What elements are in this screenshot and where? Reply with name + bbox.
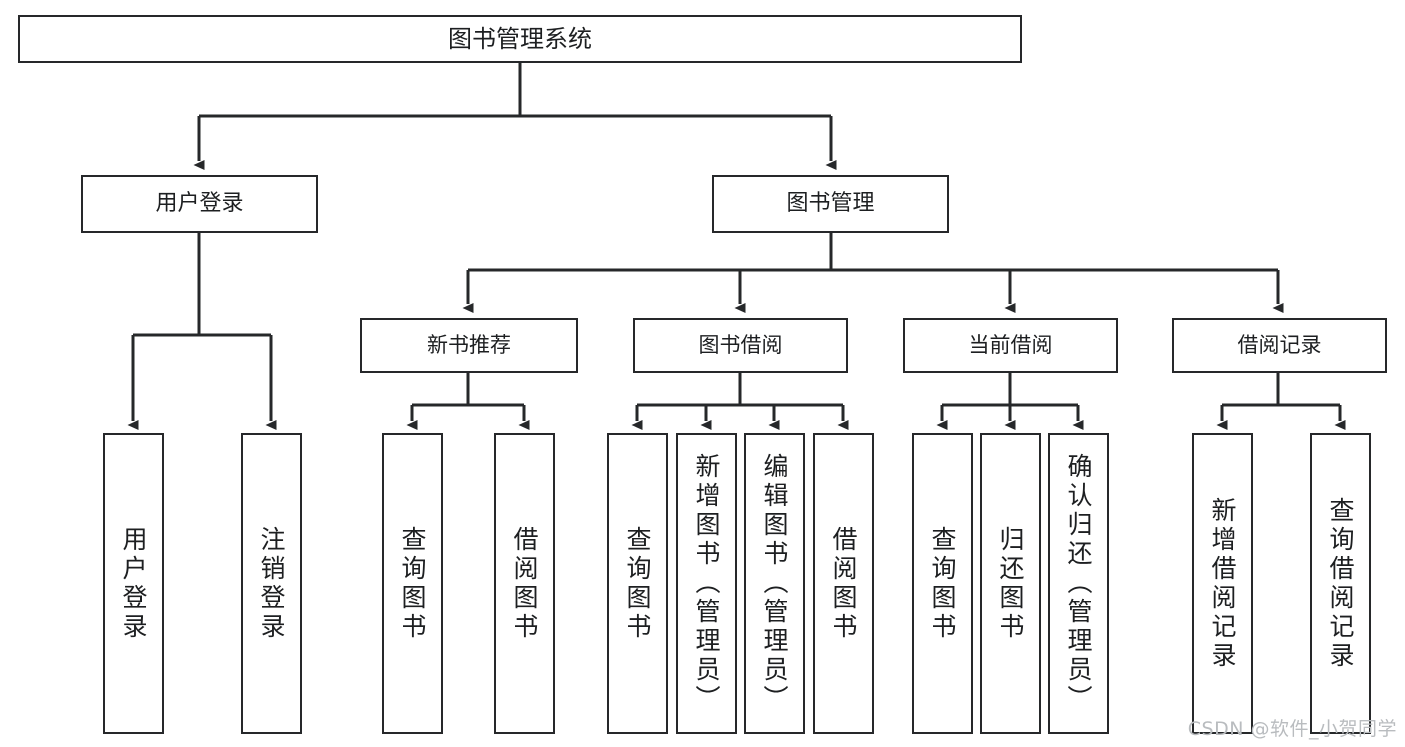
leaf-user-login[interactable]: 用户登录	[103, 433, 164, 734]
leaf-query-book-current-label: 查询图书	[928, 525, 957, 642]
leaf-query-borrow-record[interactable]: 查询借阅记录	[1310, 433, 1371, 734]
node-borrow-records[interactable]: 借阅记录	[1172, 318, 1387, 373]
leaf-add-book-admin-label: 新增图书（管理员）	[692, 453, 721, 714]
leaf-borrow-book-recommend[interactable]: 借阅图书	[494, 433, 555, 734]
edges-userlogin-to-leaves	[127, 233, 277, 430]
edges-bookborrow-to-leaves	[631, 373, 849, 430]
edges-bookmgmt-to-level2	[462, 233, 1284, 313]
node-current-borrow[interactable]: 当前借阅	[903, 318, 1118, 373]
leaf-query-book-borrow-label: 查询图书	[623, 525, 652, 642]
node-root-system[interactable]: 图书管理系统	[18, 15, 1022, 63]
leaf-borrow-book-recommend-label: 借阅图书	[510, 525, 539, 642]
edges-root-to-level1	[193, 63, 837, 170]
node-current-borrow-label: 当前借阅	[968, 333, 1053, 358]
edges-newbook-to-leaves	[406, 373, 530, 430]
node-book-management-label: 图书管理	[786, 191, 875, 217]
node-borrow-records-label: 借阅记录	[1237, 333, 1322, 358]
edges-currentborrow-to-leaves	[936, 373, 1084, 430]
leaf-query-book-recommend[interactable]: 查询图书	[382, 433, 443, 734]
node-user-login[interactable]: 用户登录	[81, 175, 318, 233]
leaf-user-login-label: 用户登录	[119, 525, 148, 642]
node-book-borrow[interactable]: 图书借阅	[633, 318, 848, 373]
leaf-logout[interactable]: 注销登录	[241, 433, 302, 734]
leaf-query-book-current[interactable]: 查询图书	[912, 433, 973, 734]
leaf-query-book-borrow[interactable]: 查询图书	[607, 433, 668, 734]
leaf-query-book-recommend-label: 查询图书	[398, 525, 427, 642]
leaf-add-borrow-record-label: 新增借阅记录	[1208, 496, 1237, 671]
node-new-book-recommend-label: 新书推荐	[427, 333, 511, 358]
node-book-borrow-label: 图书借阅	[698, 333, 783, 358]
leaf-confirm-return-admin[interactable]: 确认归还（管理员）	[1048, 433, 1109, 734]
leaf-logout-label: 注销登录	[257, 525, 286, 642]
node-book-management[interactable]: 图书管理	[712, 175, 949, 233]
leaf-confirm-return-admin-label: 确认归还（管理员）	[1064, 453, 1093, 714]
leaf-borrow-book-label: 借阅图书	[829, 525, 858, 642]
leaf-return-book[interactable]: 归还图书	[980, 433, 1041, 734]
edges-borrowrecords-to-leaves	[1216, 373, 1346, 430]
leaf-borrow-book[interactable]: 借阅图书	[813, 433, 874, 734]
node-root-system-label: 图书管理系统	[448, 24, 592, 53]
leaf-add-borrow-record[interactable]: 新增借阅记录	[1192, 433, 1253, 734]
leaf-edit-book-admin[interactable]: 编辑图书（管理员）	[744, 433, 805, 734]
leaf-edit-book-admin-label: 编辑图书（管理员）	[760, 453, 789, 714]
leaf-return-book-label: 归还图书	[996, 525, 1025, 642]
leaf-add-book-admin[interactable]: 新增图书（管理员）	[676, 433, 737, 734]
node-new-book-recommend[interactable]: 新书推荐	[360, 318, 578, 373]
node-user-login-label: 用户登录	[155, 191, 244, 217]
leaf-query-borrow-record-label: 查询借阅记录	[1326, 496, 1355, 671]
